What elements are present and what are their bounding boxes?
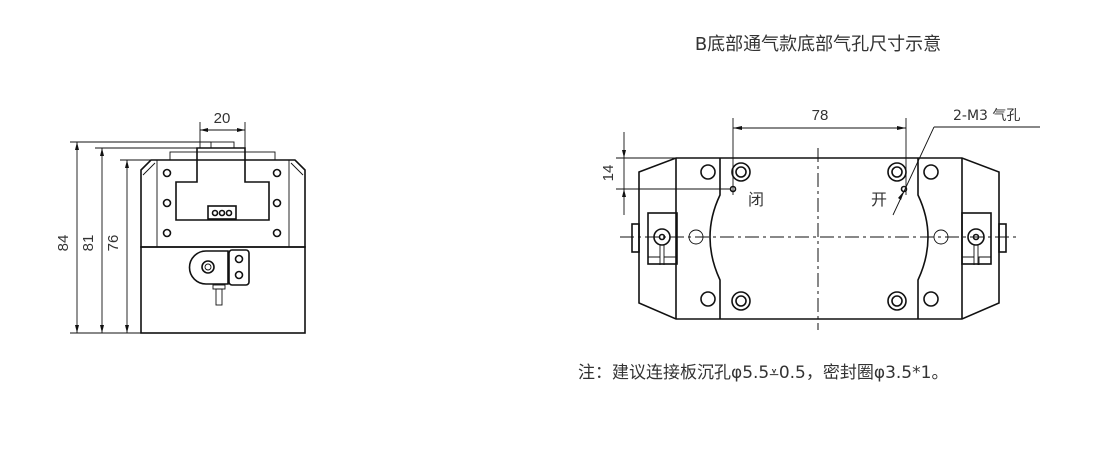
cavity [175, 147, 270, 221]
dim-hole-spacing: 78 [812, 107, 829, 124]
label-open: 开 [871, 190, 887, 209]
sensor-bracket [188, 250, 229, 285]
dim-height-total: 84 [55, 235, 72, 252]
dim-width-top: 20 [214, 110, 231, 127]
dim-height-mid: 81 [80, 235, 97, 252]
mounting-holes [162, 168, 282, 238]
air-hole-callout: 2-M3 气孔 [953, 108, 1020, 124]
lower-body [140, 246, 306, 334]
label-close: 闭 [748, 190, 764, 209]
holes [688, 162, 949, 311]
bottom-view-title: B底部通气款底部气孔尺寸示意 [695, 34, 941, 55]
connector [207, 205, 237, 220]
side-clamp-left [631, 212, 678, 265]
dim-height-body: 76 [105, 235, 122, 252]
installation-note: 注：建议连接板沉孔φ5.5⩡0.5，密封圈φ3.5*1。 [578, 363, 948, 383]
side-clamp-right [961, 212, 1007, 265]
front-view: 20 84 81 76 [55, 110, 306, 334]
gripper-body [638, 157, 1000, 320]
bottom-view: 78 14 2-M3 气孔 闭 开 [600, 107, 1040, 330]
dim-hole-offset: 14 [600, 165, 617, 182]
